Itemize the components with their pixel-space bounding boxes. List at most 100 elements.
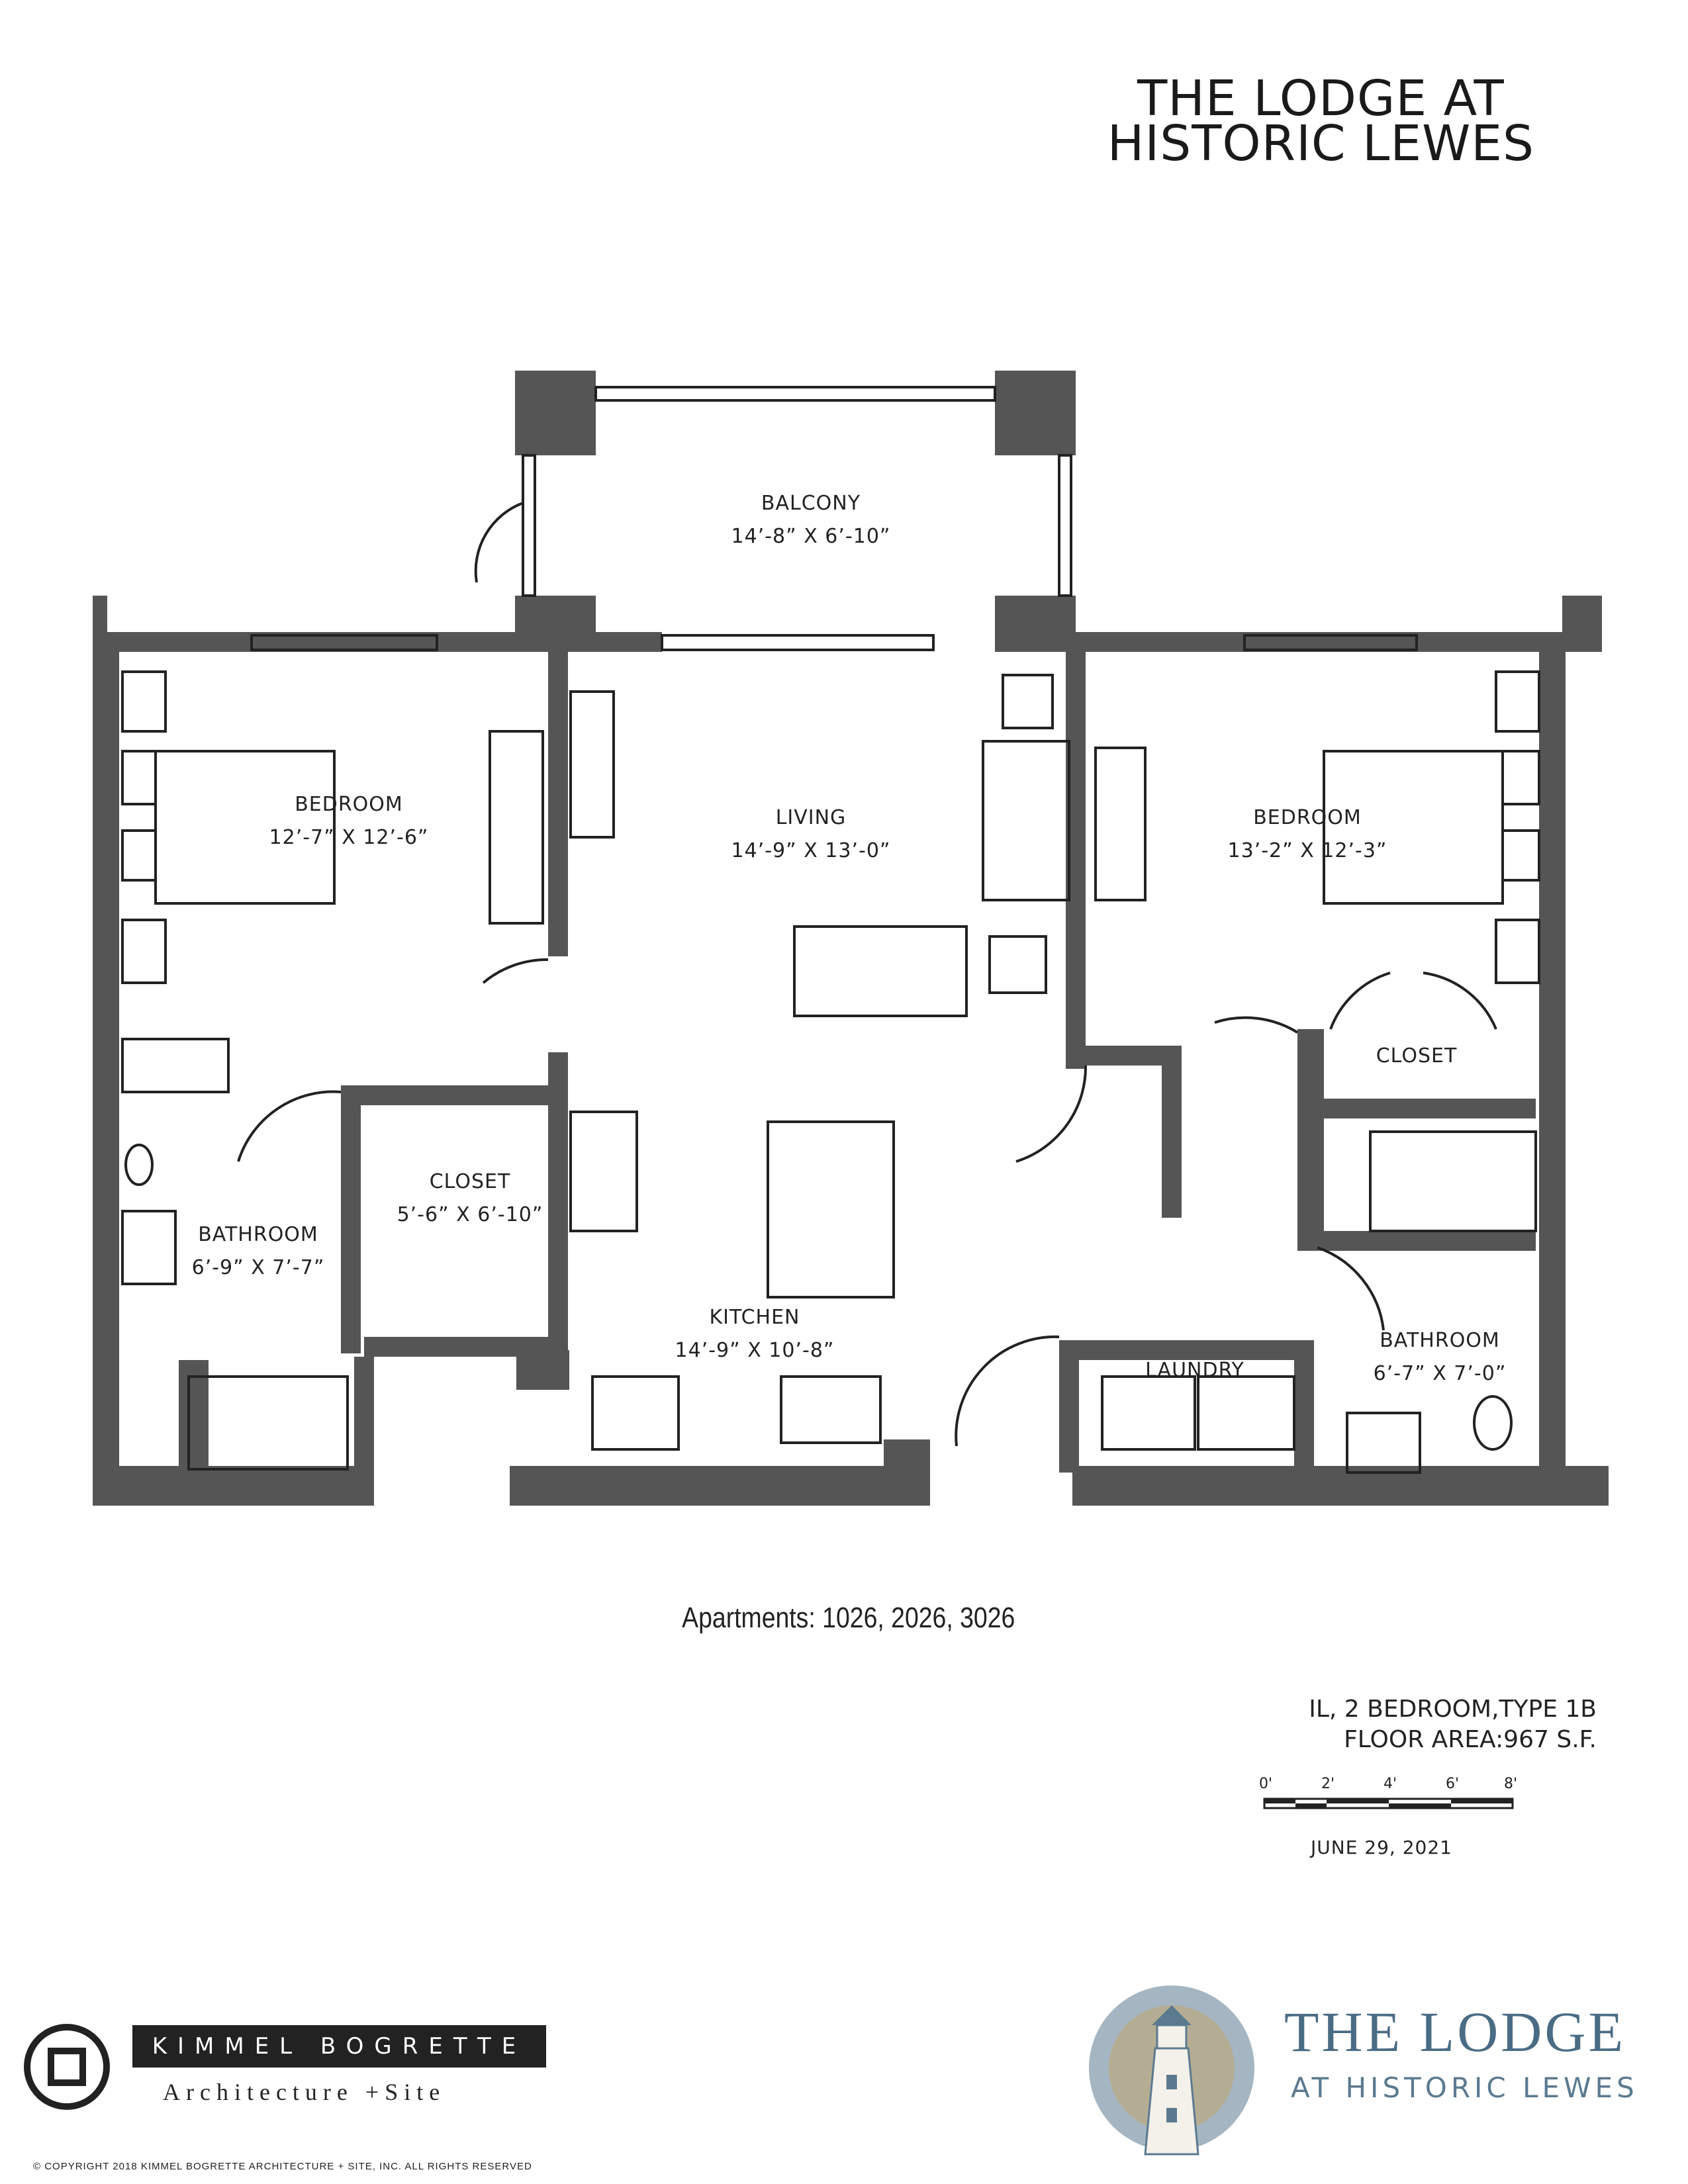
wall: [1304, 1459, 1314, 1492]
wall: [1297, 1029, 1324, 1248]
living-label: LIVING: [776, 806, 847, 829]
bathroom-left-size: 6’-9” X 7’-7”: [192, 1256, 325, 1279]
side-table: [988, 935, 1047, 994]
bathroom-right-size: 6’-7” X 7’-0”: [1374, 1362, 1507, 1385]
toilet: [124, 1144, 154, 1186]
wall: [548, 652, 568, 956]
copyright: © COPYRIGHT 2018 KIMMEL BOGRETTE ARCHITE…: [33, 2161, 532, 2172]
dining-table: [767, 1120, 895, 1298]
page-title: THE LODGE AT HISTORIC LEWES: [1107, 70, 1534, 172]
window: [661, 634, 935, 651]
scale-bar: 0' 2' 4' 6' 8': [1259, 1776, 1517, 1809]
unit-info: IL, 2 BEDROOM,TYPE 1B FLOOR AREA:967 S.F…: [1309, 1694, 1597, 1755]
bed: [154, 750, 336, 905]
window: [250, 634, 438, 651]
shower: [1369, 1130, 1537, 1232]
closet-left-label: CLOSET: [430, 1170, 511, 1193]
closet-left-size: 5’-6” X 6’-10”: [397, 1203, 543, 1226]
unit-type: IL, 2 BEDROOM,TYPE 1B: [1309, 1696, 1597, 1723]
fixtures: [121, 386, 1540, 1474]
wall: [93, 1466, 371, 1506]
bedroom-right-size: 13’-2” X 12’-3”: [1228, 839, 1387, 862]
wall: [596, 632, 662, 652]
wall: [341, 1089, 361, 1353]
door-swing: [955, 1335, 1060, 1447]
lighthouse-roof: [1152, 2005, 1192, 2025]
scale-tick: 0': [1259, 1776, 1272, 1792]
dresser: [1094, 747, 1147, 901]
firm-name: KIMMEL BOGRETTE: [132, 2025, 546, 2068]
wall: [354, 1357, 374, 1506]
balcony-rail: [522, 454, 536, 597]
door-swing: [1317, 1246, 1385, 1331]
toilet: [1473, 1395, 1513, 1451]
window: [1243, 634, 1418, 651]
kitchen-label: KITCHEN: [710, 1306, 800, 1329]
room-labels: BALCONY 14’-8” X 6’-10” LIVING 14’-9” X …: [192, 492, 1507, 1385]
title-line-1: THE LODGE AT: [1137, 70, 1505, 127]
firm-tagline: Architecture +Site: [163, 2079, 446, 2105]
bedroom-left-label: BEDROOM: [295, 793, 403, 816]
wall: [510, 1466, 910, 1506]
wall: [1294, 1340, 1314, 1473]
vanity: [1346, 1412, 1421, 1474]
kitchen-size: 14’-9” X 10’-8”: [675, 1339, 835, 1362]
scale-segment: [1451, 1799, 1513, 1803]
kimmel-bogrette-logo-icon: [24, 2024, 110, 2110]
wall: [93, 632, 119, 1506]
door-swing: [474, 502, 524, 583]
door-swing: [482, 958, 549, 984]
lighthouse-seal-icon: [1089, 1985, 1254, 2156]
wall: [179, 1360, 209, 1499]
title-line-2: HISTORIC LEWES: [1107, 115, 1534, 172]
sofa: [793, 925, 968, 1017]
wall: [516, 1350, 569, 1390]
balcony-pier: [995, 371, 1076, 455]
nightstand: [1501, 829, 1540, 882]
laundry-label: LAUNDRY: [1145, 1359, 1244, 1382]
console: [569, 690, 615, 839]
balcony-label: BALCONY: [761, 492, 861, 515]
balcony-rail: [594, 386, 996, 402]
wall: [1059, 1340, 1079, 1473]
counter: [569, 1111, 638, 1232]
scale-tick: 4': [1383, 1776, 1397, 1792]
door-swing: [1329, 972, 1391, 1030]
vanity: [121, 1210, 177, 1285]
scale-tick: 2': [1321, 1776, 1335, 1792]
bedroom-left-size: 12’-7” X 12’-6”: [269, 826, 429, 849]
apartments-list: Apartments: 1026, 2026, 3026: [682, 1602, 1015, 1634]
nightstand: [121, 670, 167, 733]
nightstand: [1495, 670, 1540, 733]
wall: [1297, 1099, 1536, 1118]
wall: [1297, 1231, 1536, 1251]
lighthouse-window: [1166, 2108, 1177, 2122]
nightstand: [121, 829, 157, 882]
nightstand: [1501, 750, 1540, 805]
balcony-pier: [515, 371, 596, 455]
plan-date: JUNE 29, 2021: [1311, 1837, 1452, 1858]
door-swing: [237, 1090, 342, 1162]
wall: [1539, 632, 1566, 1506]
lighthouse-tower: [1144, 2047, 1199, 2156]
door-swing: [1423, 972, 1497, 1030]
wall: [1162, 1059, 1182, 1218]
wall: [515, 596, 596, 652]
door-swing: [1015, 1065, 1088, 1163]
scale-segment: [1327, 1799, 1389, 1803]
washer: [1101, 1375, 1196, 1451]
floor-area: FLOOR AREA:967 S.F.: [1344, 1726, 1597, 1753]
bed: [1323, 750, 1504, 905]
dresser: [121, 1038, 230, 1093]
lighthouse-window: [1166, 2075, 1177, 2089]
scale-segment: [1264, 1799, 1295, 1803]
wall: [995, 596, 1076, 652]
closet-right-label: CLOSET: [1376, 1044, 1458, 1068]
dryer: [1197, 1375, 1295, 1451]
bathroom-left-label: BATHROOM: [198, 1223, 318, 1246]
sofa: [982, 740, 1070, 901]
dresser: [489, 730, 544, 925]
bathroom-right-label: BATHROOM: [1380, 1329, 1500, 1352]
sink: [591, 1375, 680, 1451]
